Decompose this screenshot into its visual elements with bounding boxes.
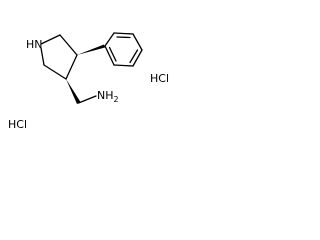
phenyl-bond-1	[104, 32, 115, 47]
wedge-bond-phenyl	[77, 44, 105, 55]
bond-c5-n	[40, 47, 45, 66]
amine-label: NH2	[97, 89, 119, 104]
bond-c3-c4	[65, 54, 78, 80]
hcl-label-right: HCl	[150, 72, 169, 85]
amine-label-subscript: 2	[114, 95, 119, 104]
phenyl-bond-6	[104, 45, 115, 66]
bond-c4-c5	[43, 64, 67, 80]
hcl-label-left: HCl	[8, 118, 27, 131]
phenyl-bond-5	[113, 64, 134, 67]
bond-n-c2	[40, 34, 61, 45]
bond-c2-c3	[59, 34, 78, 56]
phenyl-double-bond-1	[116, 36, 131, 39]
phenyl-bond-4	[132, 49, 143, 67]
molecule-drawing: HN NH2 HCl HCl	[8, 32, 169, 131]
phenyl-bond-2	[113, 32, 134, 35]
phenyl-double-bond-3	[108, 46, 117, 62]
structure-diagram: HN NH2 HCl HCl	[0, 0, 185, 139]
phenyl-bond-3	[132, 33, 143, 51]
wedge-bond-methylene	[66, 79, 81, 104]
phenyl-double-bond-2	[129, 49, 139, 64]
ring-nitrogen-label: HN	[26, 38, 43, 51]
amine-label-main: NH	[97, 89, 114, 102]
bond-ch2-nh2	[77, 95, 97, 104]
